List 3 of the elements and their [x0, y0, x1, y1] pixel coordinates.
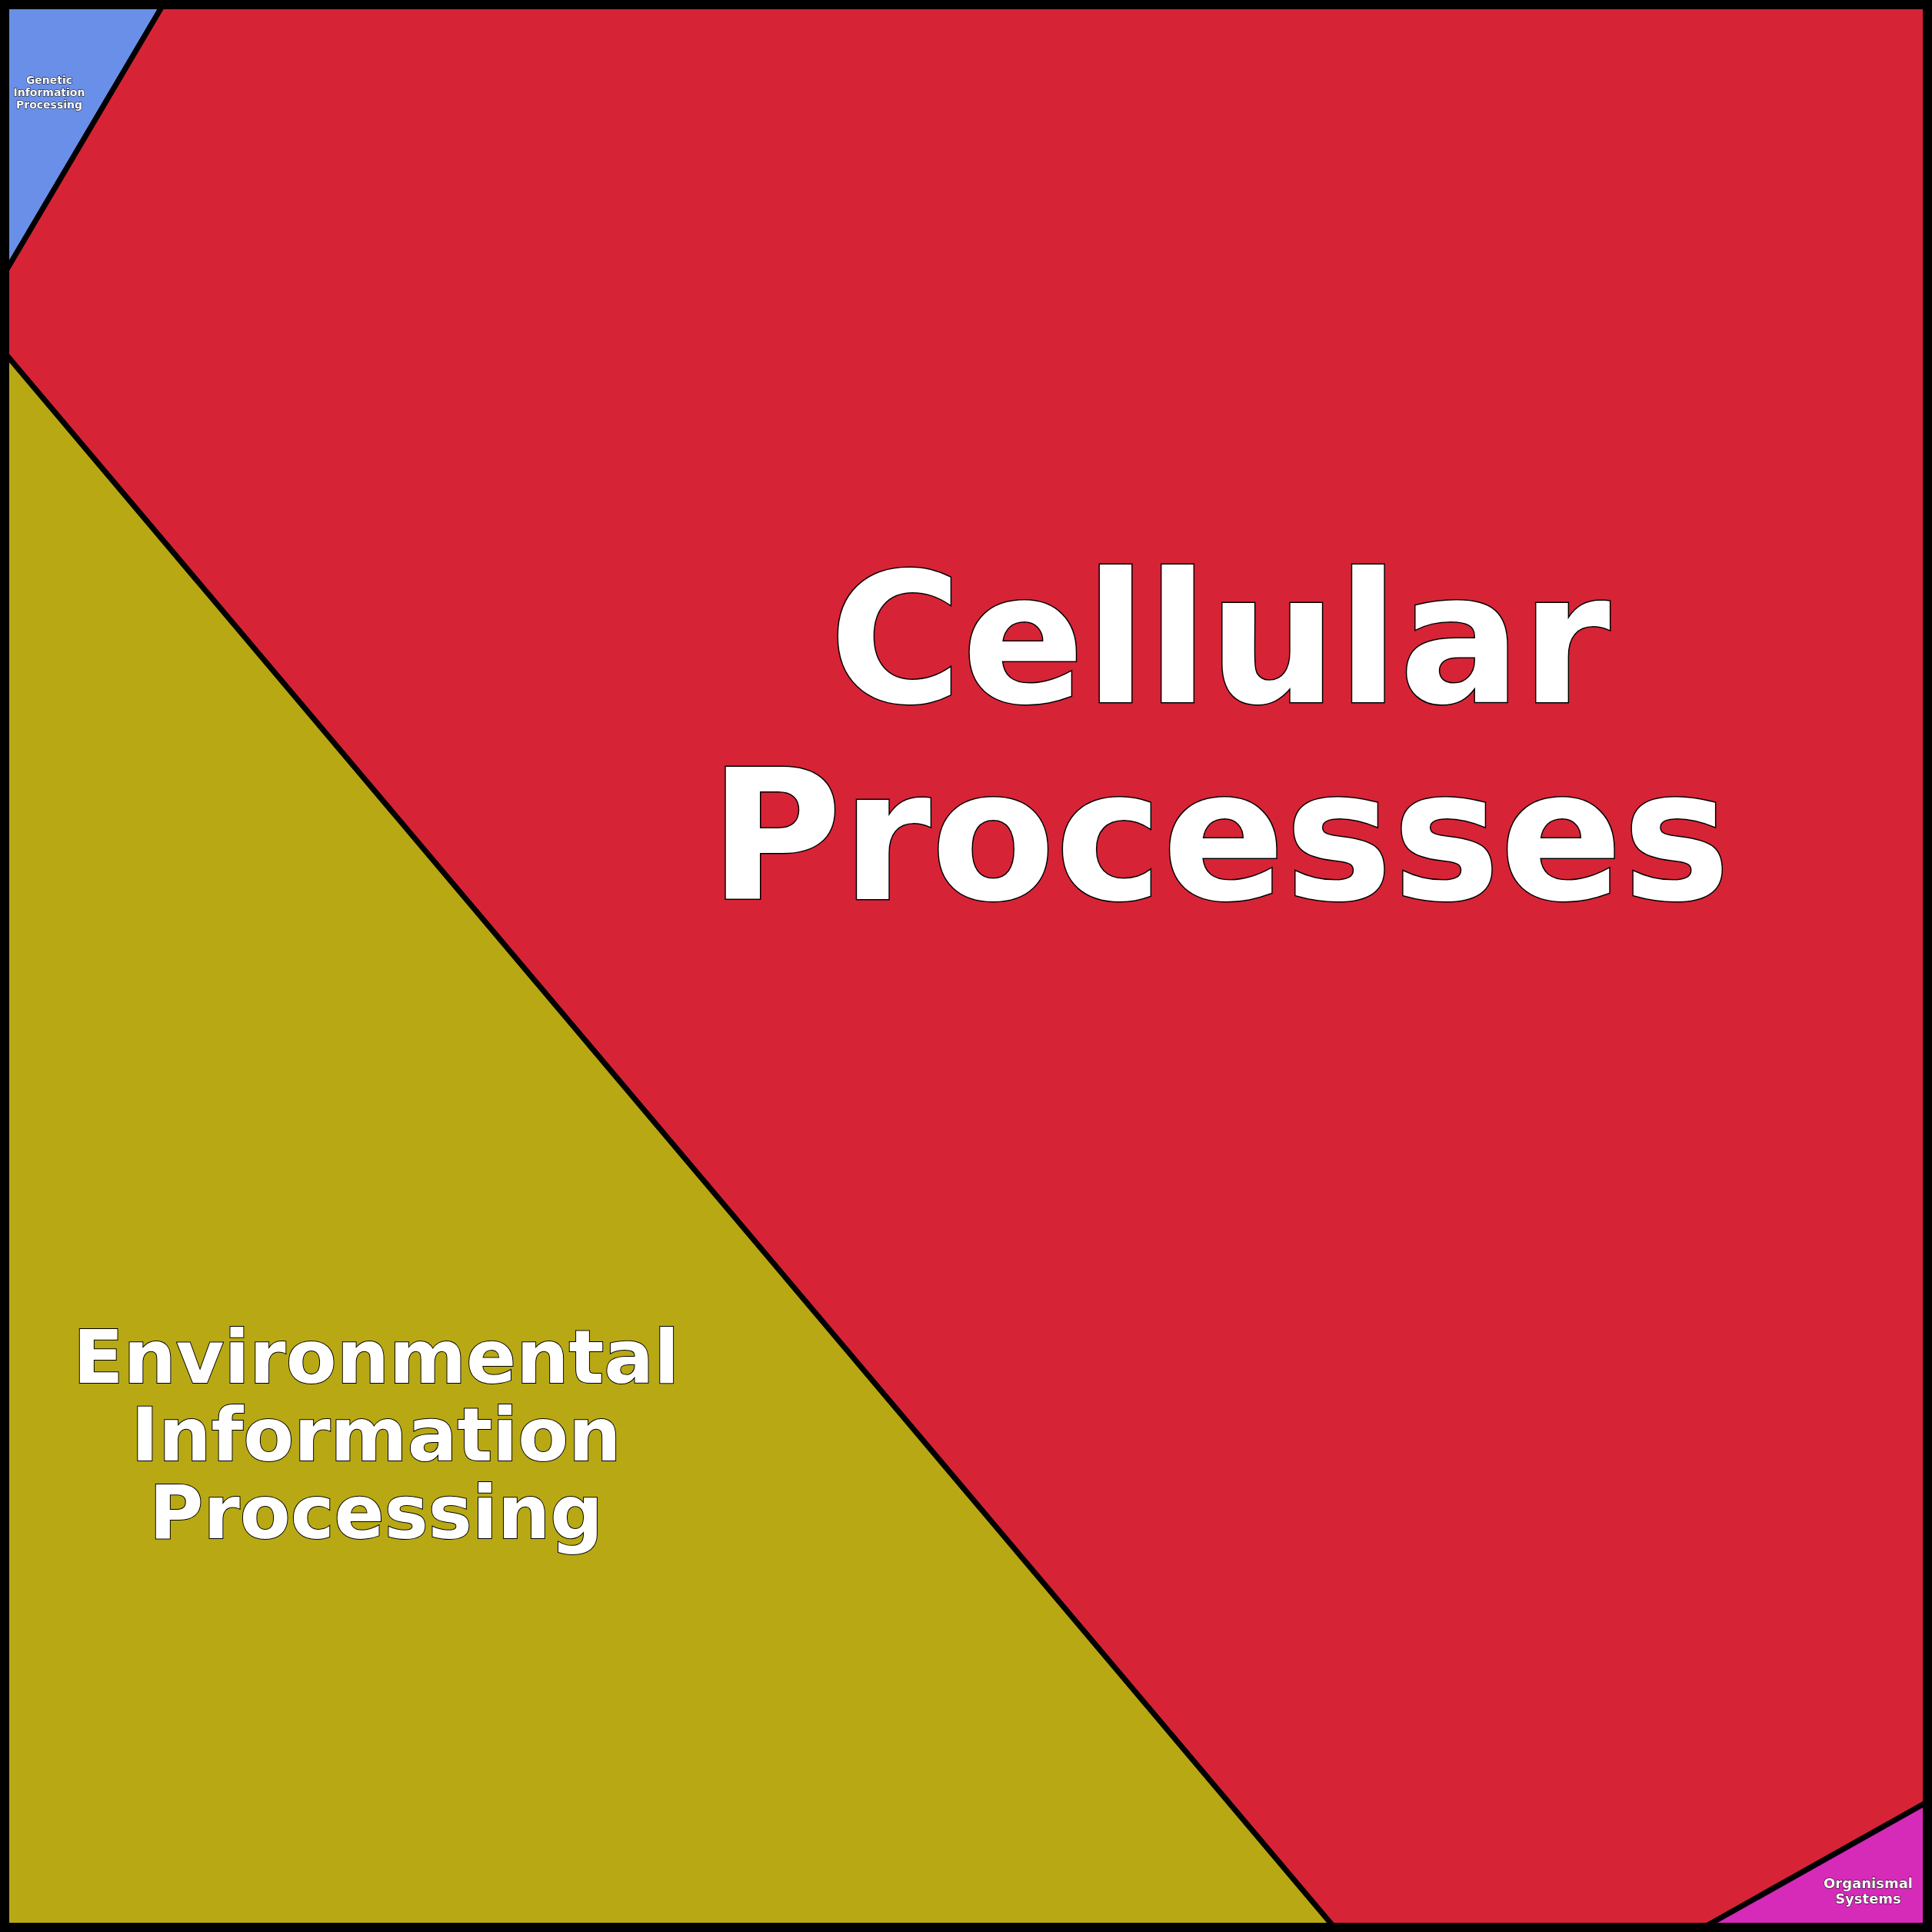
region-label: Cellular Processes — [708, 541, 1731, 936]
region-label: Organismal Systems — [1823, 1876, 1914, 1907]
region-label: Genetic Information Processing — [12, 73, 86, 112]
